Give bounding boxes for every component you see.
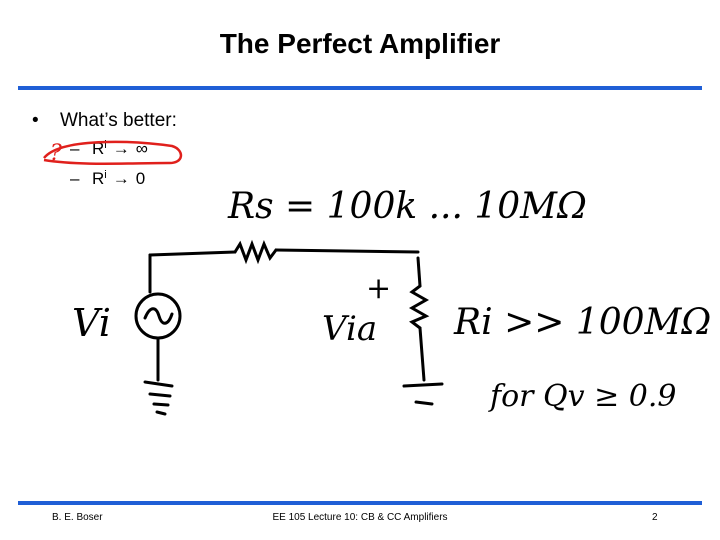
bullet-text: What’s better: [60, 110, 177, 131]
footer-course: EE 105 Lecture 10: CB & CC Amplifiers [272, 512, 448, 523]
arrow-icon: → [112, 169, 130, 188]
ri-label: Ri >> 100MΩ [453, 302, 711, 343]
option-symbol: R [92, 139, 105, 158]
load-wire-top [416, 256, 422, 288]
title-divider [18, 86, 702, 90]
series-resistor [233, 239, 278, 265]
top-wire-right [274, 248, 420, 254]
sine-icon [143, 307, 174, 325]
via-label: Via [322, 309, 377, 349]
footer-page-number: 2 [652, 512, 658, 523]
option-value: 0 [135, 169, 146, 188]
condition-label: for Qv ≥ 0.9 [488, 379, 677, 414]
vi-label: Vi [72, 301, 111, 345]
load-resistor [408, 284, 430, 330]
bullet-item: • What’s better: [32, 110, 177, 132]
option-dash: – [70, 169, 80, 188]
highlight-loop [43, 140, 183, 165]
plus-sign: + [366, 271, 391, 306]
ground-left-icon [143, 380, 174, 416]
option-dash: – [70, 139, 80, 158]
option-symbol: R [92, 169, 105, 188]
load-wire-bottom [418, 326, 426, 382]
footer-author: B. E. Boser [52, 512, 103, 523]
top-wire [148, 250, 237, 257]
bullet-dot: • [32, 110, 39, 131]
ground-right-icon [402, 382, 444, 406]
arrow-icon: → [112, 139, 130, 158]
question-mark: ? [50, 141, 62, 166]
rs-label: Rs = 100k ... 10MΩ [227, 186, 587, 227]
option-subscript: i [104, 169, 107, 181]
slide-title: The Perfect Amplifier [219, 28, 501, 59]
footer-divider [18, 501, 702, 505]
option-subscript: i [104, 139, 107, 151]
